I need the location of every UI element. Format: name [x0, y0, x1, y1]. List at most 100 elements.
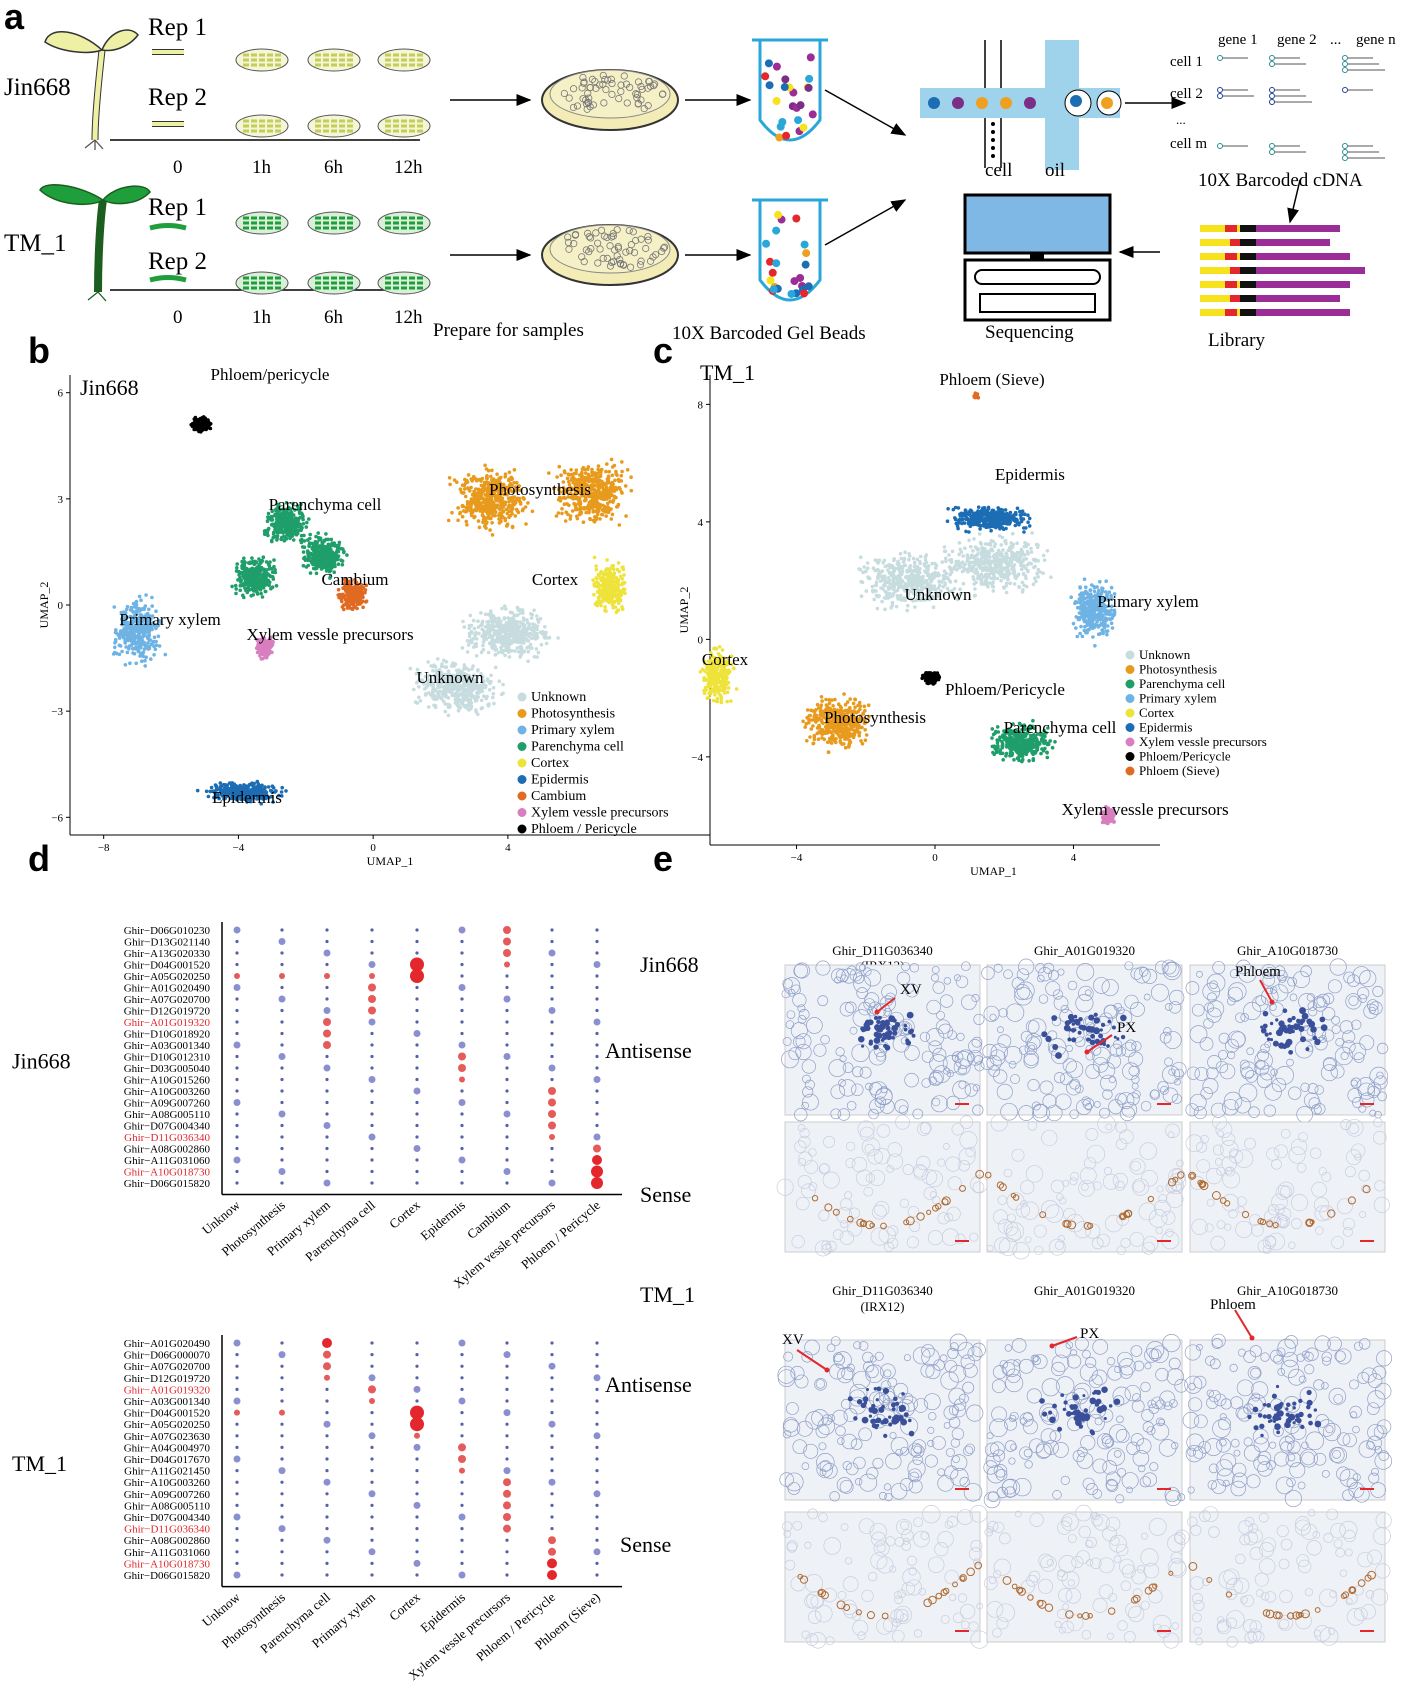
ish-image [1182, 1333, 1393, 1508]
expression-dot [368, 1018, 376, 1026]
gene-n-label: gene n [1356, 32, 1396, 48]
barcoded-cdna-matrix [1217, 55, 1385, 161]
legend-swatch [1125, 694, 1135, 703]
expression-dot [325, 1100, 329, 1105]
expression-dot [505, 1008, 509, 1013]
y-tick-label: 4 [698, 517, 704, 529]
expression-dot [460, 1353, 464, 1357]
legend-item: Xylem vessle precursors [1139, 734, 1267, 749]
expression-dot [323, 1350, 331, 1359]
expression-dot [595, 1123, 599, 1128]
expression-dot [460, 1364, 464, 1368]
expression-dot [370, 1123, 374, 1128]
time-tick-3: 12h [394, 307, 423, 328]
legend-swatch [517, 808, 527, 817]
legend-swatch [1125, 766, 1135, 776]
expression-dot [595, 1364, 599, 1368]
expression-dot [368, 1548, 376, 1556]
expression-dot [323, 1064, 331, 1072]
expression-dot [233, 1339, 241, 1347]
expression-dot [325, 997, 329, 1001]
expression-dot [235, 1146, 239, 1151]
cluster-xylem-vessle-precursors [1099, 805, 1116, 826]
expression-dot [593, 1144, 601, 1153]
expression-dot [458, 1339, 466, 1347]
ish-image [1186, 1506, 1392, 1648]
legend-swatch [517, 758, 527, 768]
cell-1-label: cell 1 [1170, 54, 1203, 70]
expression-dot [235, 997, 239, 1001]
cluster-primary-xylem [111, 593, 168, 668]
expression-dot [505, 1399, 509, 1403]
expression-dot [280, 1031, 284, 1036]
expression-dot [410, 1417, 424, 1432]
cluster-epidermis [195, 779, 288, 806]
expression-dot [325, 1573, 329, 1577]
expression-dot [460, 1527, 464, 1531]
cluster-label: Phloem/Pericycle [945, 680, 1065, 699]
expression-dot [370, 1100, 374, 1105]
y-axis-label: UMAP_2 [677, 587, 691, 634]
gene-label: Ghir−A08G002860 [124, 1144, 211, 1156]
expression-dot [325, 939, 329, 944]
expression-dot [550, 1434, 554, 1438]
annotation-label: XV [900, 982, 922, 998]
expression-dot [593, 1018, 601, 1026]
expression-dot [233, 1156, 241, 1164]
expression-dot [415, 1538, 419, 1542]
x-tick-label: 0 [932, 852, 938, 864]
expression-dot [458, 1052, 466, 1061]
expression-dot [460, 1135, 464, 1139]
cluster-cortex [698, 645, 739, 705]
expression-dot [550, 1146, 554, 1151]
expression-dot [593, 1133, 601, 1141]
expression-dot [280, 1043, 284, 1047]
legend-swatch [517, 742, 527, 751]
cluster-column-label: Cortex [386, 1197, 423, 1232]
expression-dot [325, 985, 329, 990]
expression-dot [235, 1503, 239, 1507]
expression-dot [235, 1527, 239, 1531]
expression-dot [595, 1411, 599, 1415]
x-axis-label: UMAP_1 [970, 864, 1017, 878]
gene-label: Ghir−A10G015260 [124, 1075, 211, 1087]
time-tick-1: 1h [252, 307, 271, 328]
expression-dot [595, 1527, 599, 1531]
expression-dot [550, 1503, 554, 1507]
expression-dot [368, 1006, 376, 1015]
expression-dot [550, 1492, 554, 1496]
expression-dot [503, 1110, 511, 1118]
panel-a-schematic [39, 29, 1385, 322]
expression-dot [280, 1181, 284, 1185]
legend-item: Primary xylem [1139, 691, 1217, 706]
cell-label: cell [985, 160, 1013, 181]
panel-letter-c: c [653, 330, 674, 371]
expression-dot [235, 1364, 239, 1368]
expression-dot [235, 1123, 239, 1128]
expression-dot [325, 1411, 329, 1415]
legend-item: Cortex [1139, 705, 1175, 720]
tm-rep2-label: Rep 2 [148, 248, 208, 275]
expression-dot [458, 1513, 466, 1521]
row-group-tm1: TM_1 [640, 1282, 695, 1307]
expression-dot [460, 1503, 464, 1507]
annotation-arrow [1086, 1034, 1113, 1053]
gene-label: Ghir−D11G036340 [124, 1524, 210, 1536]
column-gene-label: Ghir_A01G019320 [1034, 1283, 1135, 1298]
expression-dot [595, 1112, 599, 1116]
cluster-label: Parenchyma cell [269, 495, 382, 514]
expression-dot [548, 1064, 556, 1072]
cluster-label: Phloem/pericycle [211, 365, 330, 384]
expression-dot [370, 928, 374, 932]
expression-dot [505, 1364, 509, 1368]
expression-dot [503, 1524, 511, 1533]
expression-dot [280, 1135, 284, 1139]
expression-dot [410, 969, 424, 983]
expression-dot [415, 1376, 419, 1380]
expression-dot [415, 1112, 419, 1116]
cluster-label: Cortex [532, 570, 579, 589]
expression-dot [323, 1478, 331, 1486]
expression-dot [235, 1066, 239, 1070]
expression-dot [593, 1432, 601, 1440]
